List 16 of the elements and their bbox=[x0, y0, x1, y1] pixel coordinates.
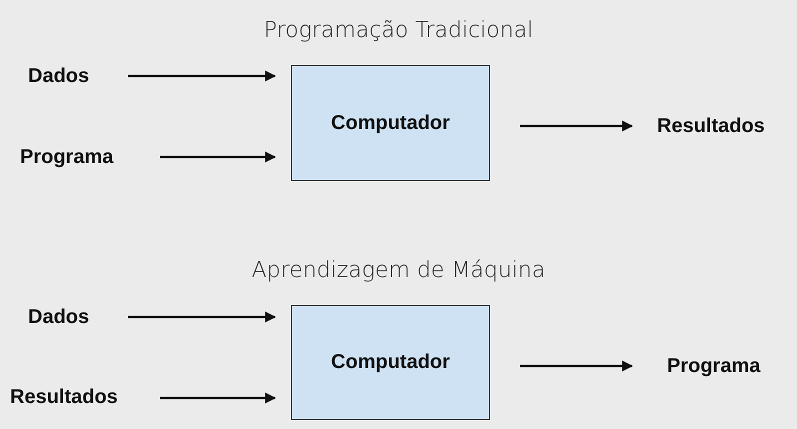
arrow bbox=[160, 392, 276, 404]
io-label: Programa bbox=[20, 142, 160, 172]
arrow bbox=[128, 312, 276, 322]
io-label: Resultados bbox=[632, 111, 797, 141]
io-label: Dados bbox=[28, 302, 128, 332]
arrow bbox=[520, 360, 634, 372]
arrow bbox=[160, 152, 276, 162]
arrow bbox=[128, 70, 276, 82]
io-label: Programa bbox=[632, 351, 797, 381]
process-box: Computador bbox=[291, 305, 490, 420]
section-heading: Aprendizagem de Máquina bbox=[250, 258, 546, 283]
io-label: Resultados bbox=[10, 382, 160, 412]
io-label: Dados bbox=[28, 61, 128, 91]
section-heading: Programação Tradicional bbox=[262, 18, 534, 43]
process-box: Computador bbox=[291, 65, 490, 181]
arrow bbox=[520, 120, 634, 132]
